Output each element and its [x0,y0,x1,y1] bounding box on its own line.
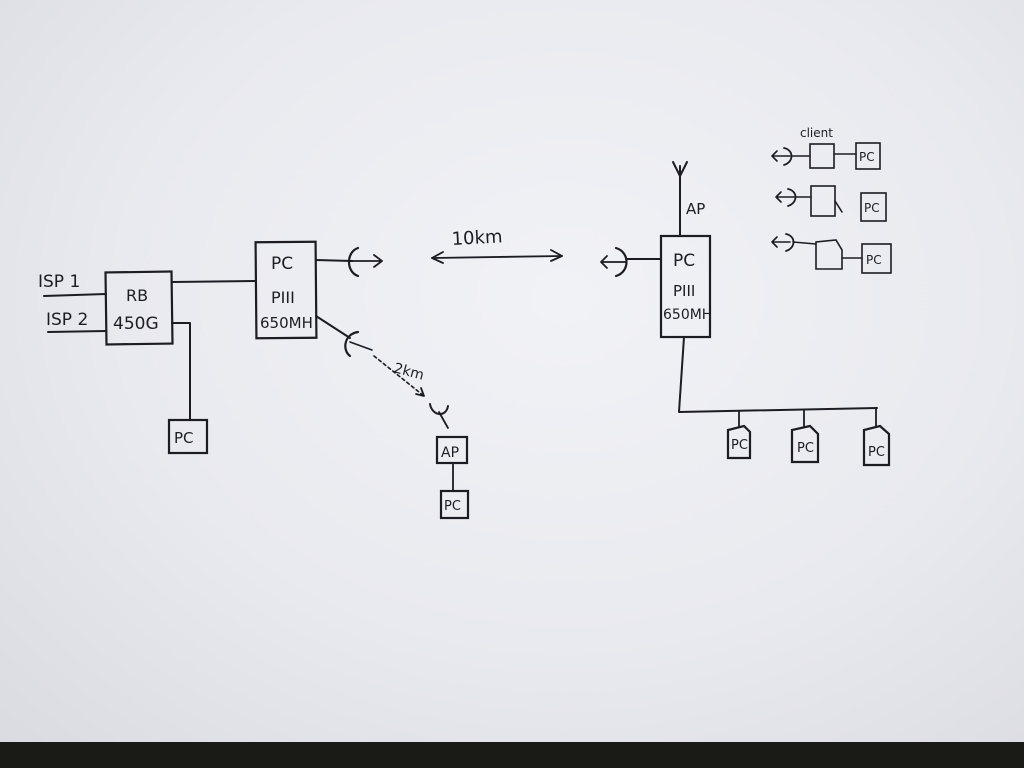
client-1-pc-box [855,142,881,170]
link-10km-arrow-right [550,249,563,262]
left-server-label-cpu: PIII [271,288,295,307]
right-dish-direction-icon [600,255,627,269]
remote-ap-antenna-icon [429,403,449,415]
right-server-box [659,234,712,339]
link-10km-label: 10km [451,226,503,250]
mast-antenna-icon [672,161,688,177]
router-pc-link [171,322,191,421]
server-2km-feed [315,315,351,339]
client-2-direction-icon [775,191,795,203]
client-3-pc-box [861,243,892,274]
left-server-label-clock: 650MH [260,314,313,332]
client-1-device [809,143,835,169]
lan-pc-2-box [790,424,820,464]
right-server-label-clock: 650MH [663,307,712,323]
dish-feed-line [315,259,353,262]
client-3-direction-icon [771,236,791,248]
dish-direction-icon [347,254,383,268]
router-server-link [171,280,257,283]
client-2-pc-link [834,200,843,213]
isp1-line [43,293,107,297]
lan-pc-1-label: PC [731,438,748,453]
lan-pc-3-box [862,424,891,467]
left-pc-box [167,418,209,455]
right-server-label-cpu: PIII [673,282,695,300]
left-server-box [254,240,318,340]
remote-pc-box [439,489,470,520]
paper-sheet [0,0,1024,742]
lan-pc-3-label: PC [868,445,885,460]
client-1-pc-label: PC [859,150,875,164]
isp1-label: ISP 1 [38,272,80,292]
client-2-device [810,185,836,217]
dish-2km-antenna-icon [344,330,360,358]
client-3-device [815,239,843,270]
dish-2km-feed-icon [349,341,373,351]
left-pc-label: PC [174,429,194,447]
client-1-direction-icon [771,150,791,162]
mast-ap-label: AP [686,200,705,218]
lan-bus [678,336,878,413]
router-label-number: 450G [113,314,159,334]
client-2-pc-label: PC [864,201,880,215]
client-3-feed [792,241,817,245]
dish-antenna-icon [347,246,360,278]
right-server-label-type: PC [673,251,695,271]
client-header: client [800,126,833,140]
remote-pc-label: PC [444,499,461,514]
isp2-label: ISP 2 [46,310,88,330]
remote-ap-feed [438,411,449,429]
lan-pc-2-label: PC [797,441,814,456]
router-box [104,270,174,346]
link-10km-line [431,255,563,259]
lan-pc-1-box [726,424,752,460]
link-2km-label: 2km [392,360,426,383]
remote-ap-label: AP [441,445,459,461]
client-2-pc-box [860,192,887,222]
router-label-model: RB [126,286,148,305]
remote-ap-box [435,435,469,465]
link-2km-arrowhead [415,387,425,397]
client-3-pc-label: PC [866,253,882,267]
right-dish-antenna-icon [614,246,628,278]
link-2km-line [373,355,425,397]
left-server-label-type: PC [271,254,293,274]
link-10km-arrow-left [431,251,444,264]
table-edge [0,742,1024,768]
isp2-line [47,330,107,333]
